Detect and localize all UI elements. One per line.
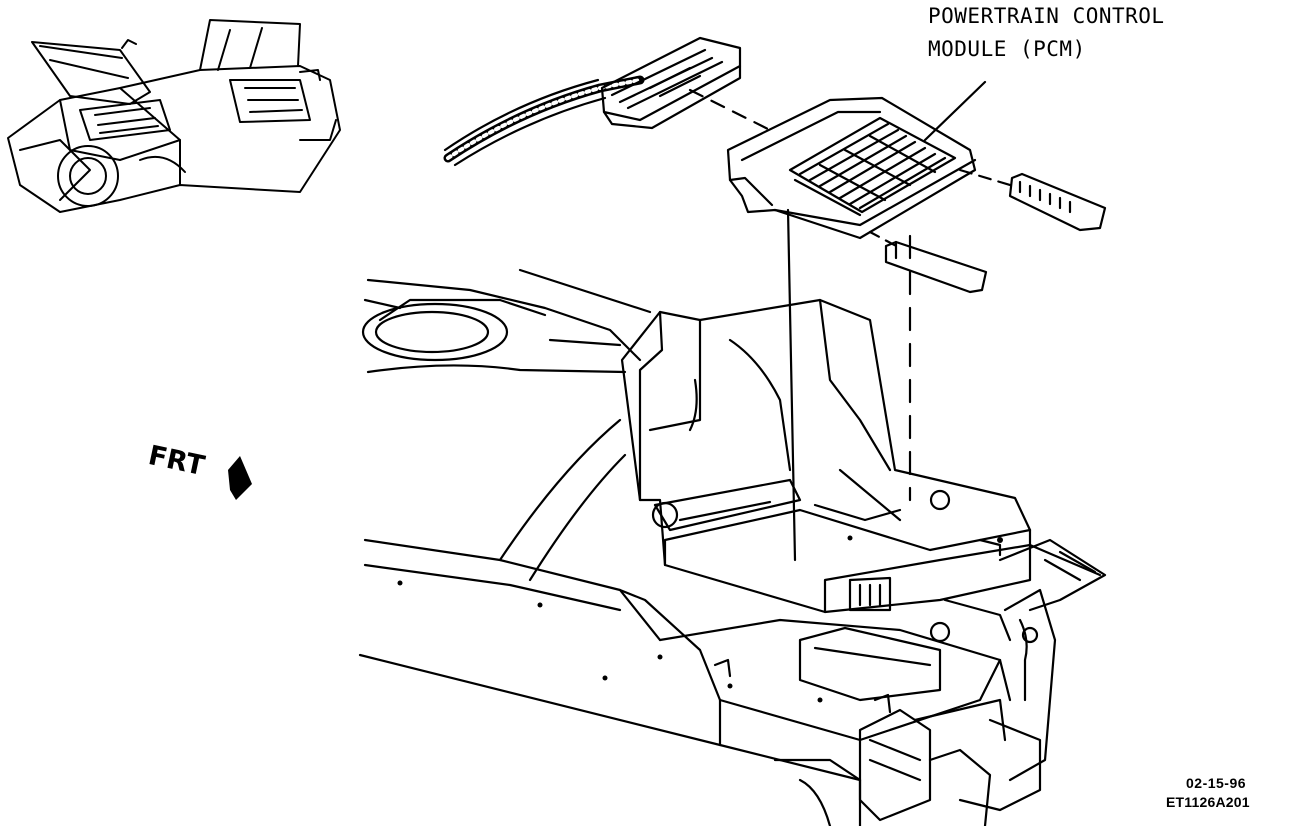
assembly-guide-line [958,168,1012,187]
pcm-bracket [620,298,1032,614]
callout-leader [923,80,987,142]
figure-id: ET1126A201 [1166,794,1250,810]
pcm-callout-line2: MODULE (PCM) [928,37,1086,61]
front-arrow-icon [228,456,252,500]
pcm-callout-line1: POWERTRAIN CONTROL [928,4,1165,28]
strut-tower [361,268,652,374]
locator-hood [31,41,151,105]
frame-rail [358,418,1012,782]
date-code: 02-15-96 [1186,775,1247,791]
harness-connector [600,36,742,130]
pcm-connector-right [1008,172,1107,232]
fender-apron [913,538,1107,812]
lower-bracket [713,658,992,826]
pcm-module [726,96,977,240]
rivet-dots [397,535,1003,703]
assembly-guide-line [688,88,772,132]
wiring-harness [443,75,645,167]
locator-wheel [57,145,119,207]
pcm-connector-lower [884,240,988,294]
